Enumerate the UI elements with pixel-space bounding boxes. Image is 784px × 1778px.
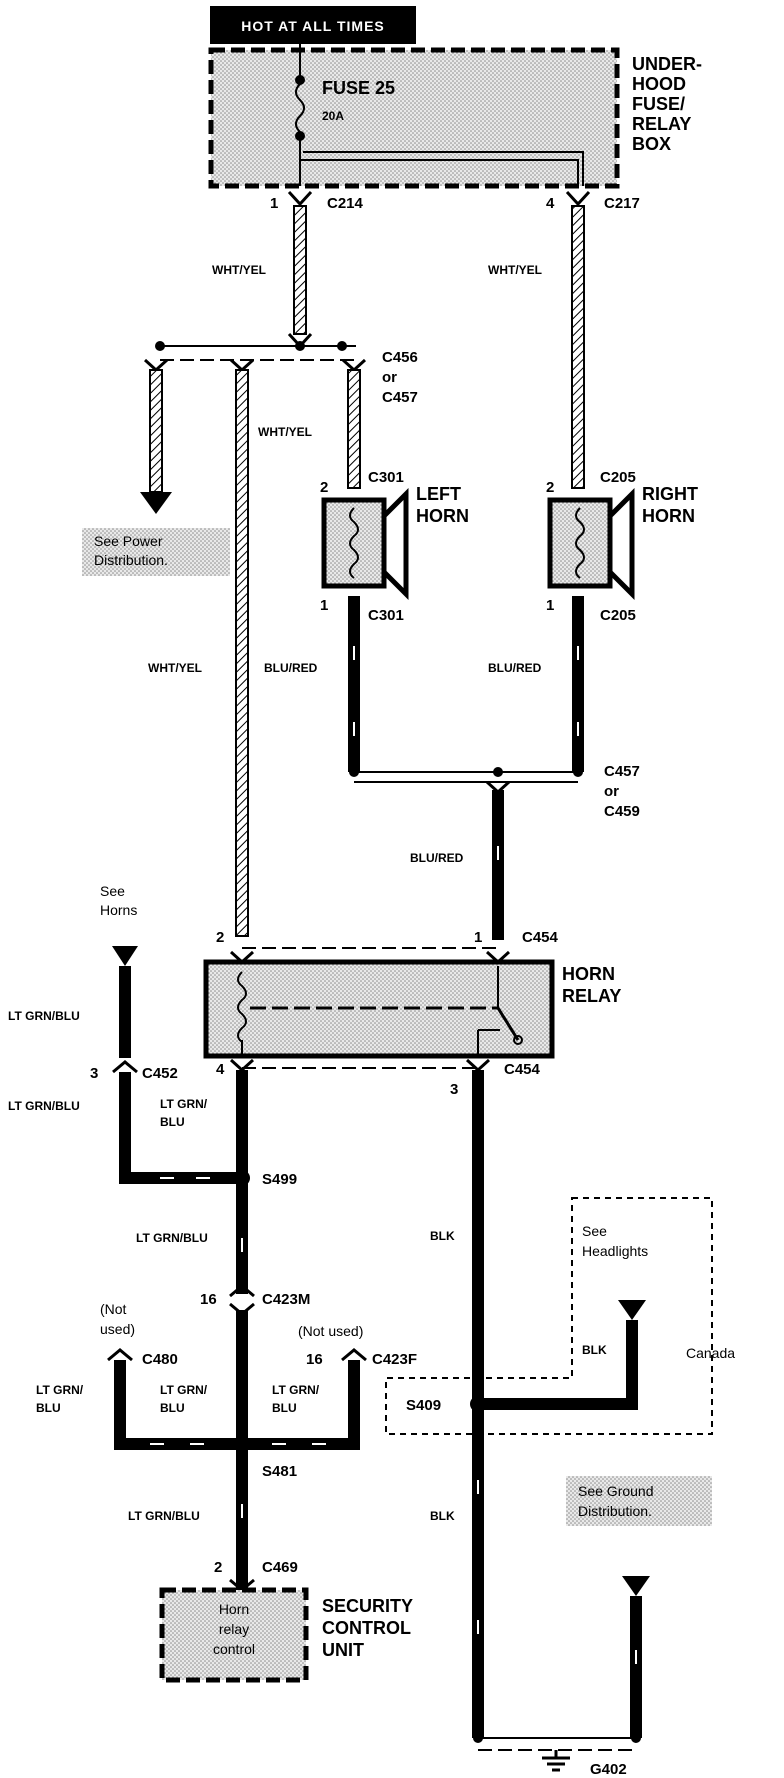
connector-c469: C469: [262, 1559, 298, 1576]
canada-region: Canada: [385, 1197, 735, 1435]
wire-label-ltgrn-3: LT GRN/BLU: [160, 1097, 208, 1129]
wire-lt-grn-blu-main: [229, 1070, 255, 1600]
left-horn-icon: [321, 487, 409, 601]
pin-c214: 1: [270, 195, 278, 212]
connector-c301-top: C301: [368, 469, 404, 486]
wire-label-ltgrn-5: LT GRN/BLU: [36, 1383, 84, 1415]
pin-relay-1: 1: [474, 929, 482, 946]
fuse-label: FUSE 25: [322, 78, 395, 98]
connector-c454-bot: C454: [504, 1061, 541, 1078]
ground-g402: G402: [590, 1761, 627, 1778]
fuse-25-icon: [295, 83, 305, 133]
wire-wht-yel-to-relay: [235, 369, 249, 937]
connector-c423f: C423F: [372, 1351, 417, 1368]
wire-label-blk-2: BLK: [582, 1343, 607, 1357]
pin-c423f: 16: [306, 1351, 323, 1368]
wire-lt-grn-blu-left: [112, 966, 243, 1184]
pin-relay-3: 3: [450, 1081, 458, 1098]
splice-s481: S481: [262, 1463, 297, 1480]
wire-label-blk-3: BLK: [430, 1509, 455, 1523]
wire-label-ltgrn-7: LT GRN/BLU: [272, 1383, 320, 1415]
connector-c423m: C423M: [262, 1291, 310, 1308]
ref-not-used-2: (Not used): [298, 1323, 363, 1339]
wire-wht-yel-left-horn: [347, 369, 361, 489]
pin-c452: 3: [90, 1065, 98, 1082]
wire-label-ltgrn-6: LT GRN/BLU: [160, 1383, 208, 1415]
connector-c205-bot: C205: [600, 607, 636, 624]
wire-label-blk-1: BLK: [430, 1229, 455, 1243]
pin-c217: 4: [546, 195, 555, 212]
underhood-fuse-relay-box: FUSE 25 20A: [208, 44, 620, 189]
pin-c301-bot: 1: [320, 597, 328, 614]
ref-canada: Canada: [686, 1345, 735, 1361]
splice-s409: S409: [406, 1397, 441, 1414]
wire-label-blu-red-2: BLU/RED: [488, 661, 542, 675]
wire-wht-yel-c217: [571, 205, 585, 489]
splice-s499: S499: [262, 1171, 297, 1188]
connector-c480: C480: [142, 1351, 178, 1368]
pin-c423m: 16: [200, 1291, 217, 1308]
wire-label-blu-red-1: BLU/RED: [264, 661, 318, 675]
arrow-down-icon: [622, 1576, 650, 1596]
wire-label-wht-yel-4: WHT/YEL: [148, 661, 202, 675]
connector-c214: C214: [327, 195, 364, 212]
wire-label-ltgrn-1: LT GRN/BLU: [8, 1009, 80, 1023]
connector-c301-bot: C301: [368, 607, 404, 624]
wire-label-wht-yel-1: WHT/YEL: [212, 263, 266, 277]
wire-blk-to-ground: [470, 1070, 650, 1772]
junction-c456: [143, 332, 367, 373]
fuse-rating: 20A: [322, 109, 344, 123]
wire-label-ltgrn-4: LT GRN/BLU: [136, 1231, 208, 1245]
pin-c205-bot: 1: [546, 597, 554, 614]
wire-label-ltgrn-2: LT GRN/BLU: [8, 1099, 80, 1113]
pin-relay-2: 2: [216, 929, 224, 946]
pin-c301-top: 2: [320, 479, 328, 496]
pin-c469: 2: [214, 1559, 222, 1576]
wire-lt-grn-blu-unused: [107, 1348, 367, 1450]
connector-c217: C217: [604, 195, 640, 212]
horn-relay-icon: [203, 947, 555, 1073]
arrow-down-icon: [112, 946, 138, 966]
wire-label-ltgrn-8: LT GRN/BLU: [128, 1509, 200, 1523]
wire-label-wht-yel-3: WHT/YEL: [258, 425, 312, 439]
wire-label-wht-yel-2: WHT/YEL: [488, 263, 542, 277]
wire-blu-red-horns: [348, 596, 584, 940]
pin-c205-top: 2: [546, 479, 554, 496]
wire-label-blu-red-3: BLU/RED: [410, 851, 464, 865]
arrow-down-icon: [618, 1300, 646, 1320]
wire-to-power-distribution: [140, 369, 172, 514]
wire-wht-yel-c214: [293, 205, 307, 335]
arrow-down-icon: [140, 492, 172, 514]
connector-c454-top: C454: [522, 929, 559, 946]
connector-c452: C452: [142, 1065, 178, 1082]
right-horn-icon: [547, 487, 635, 601]
hot-at-all-times-label: HOT AT ALL TIMES: [210, 6, 416, 44]
pin-relay-4: 4: [216, 1061, 225, 1078]
connector-c205-top: C205: [600, 469, 636, 486]
svg-text:HOT AT ALL TIMES: HOT AT ALL TIMES: [241, 18, 385, 34]
